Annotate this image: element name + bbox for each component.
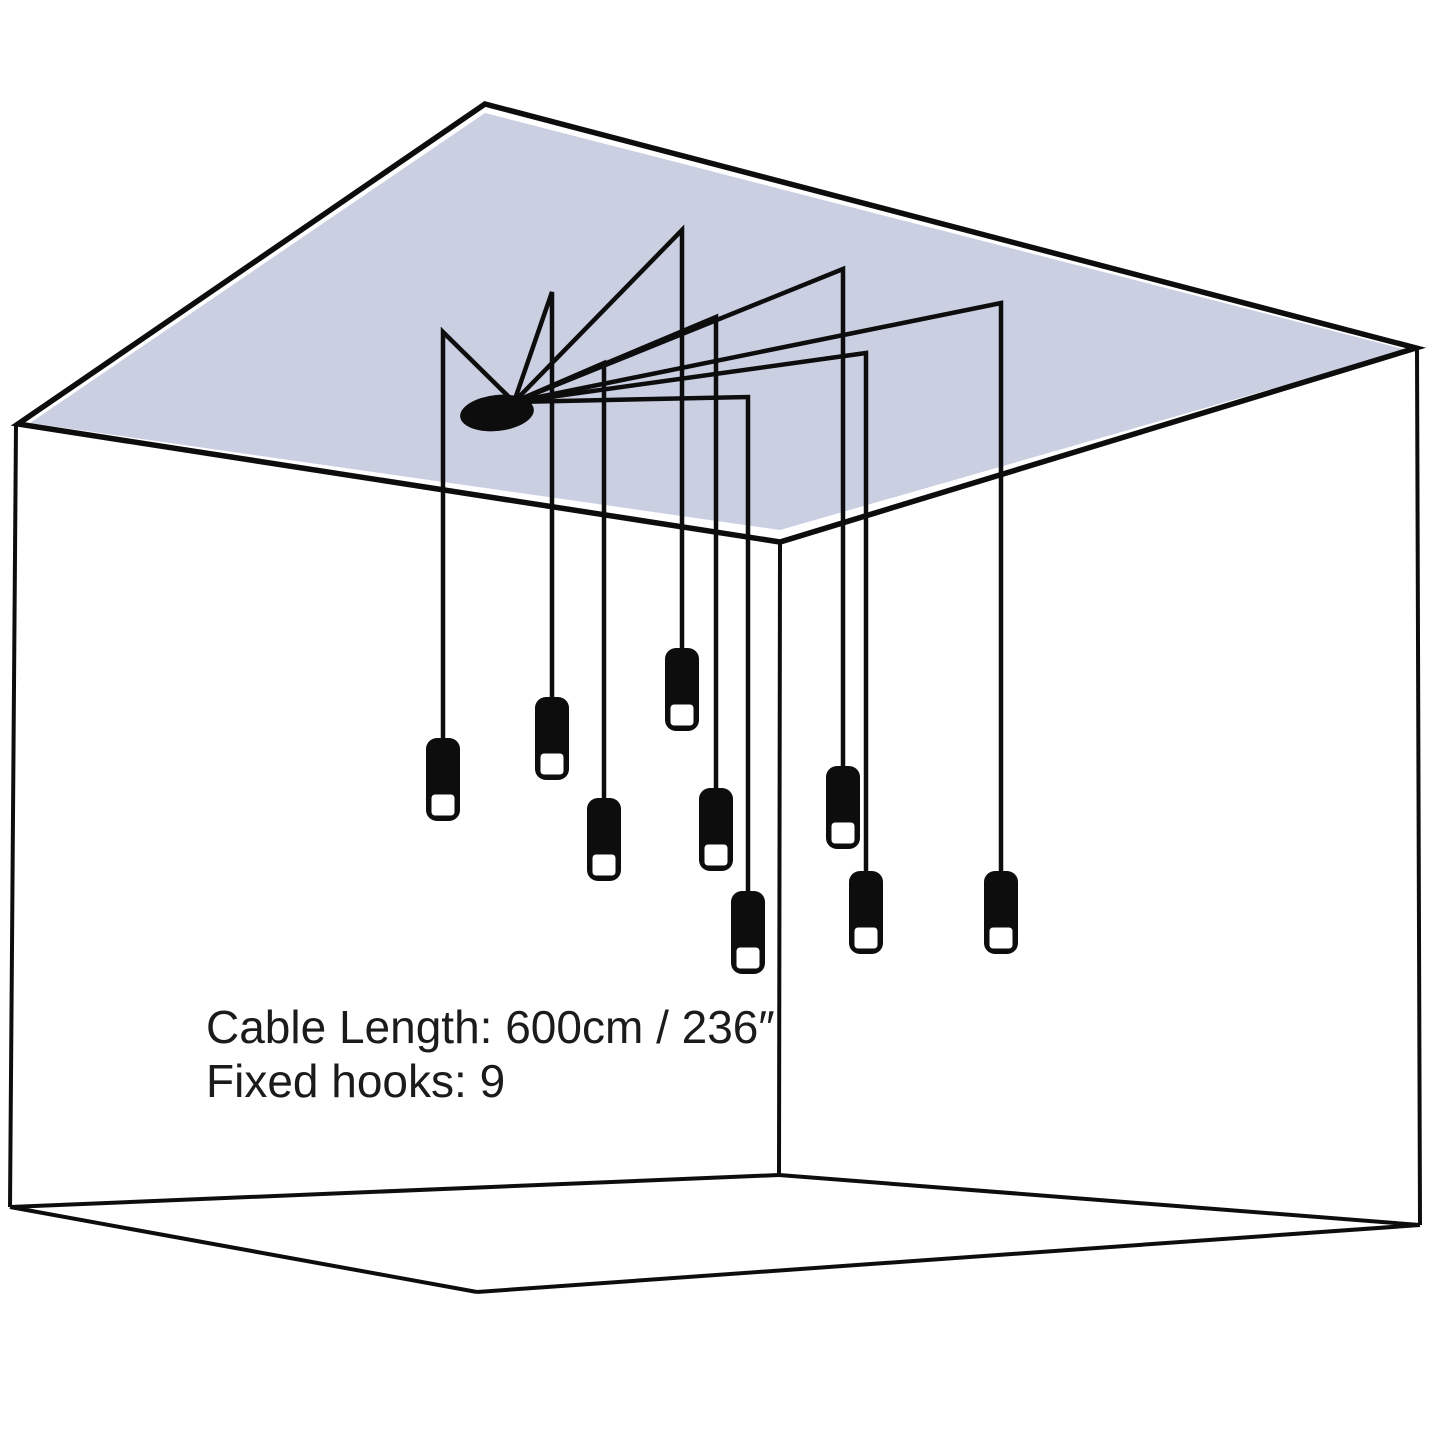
cable-2: [511, 291, 555, 705]
pendant-diffuser: [828, 819, 858, 847]
fixture-cables: [440, 224, 1004, 899]
wall-edge-2: [777, 542, 782, 1176]
floor-edge-1: [9, 1173, 780, 1209]
pendant-lamp-4: [587, 798, 621, 881]
pendant-lamp-3: [665, 648, 699, 731]
pendant-lamp-1: [426, 738, 460, 821]
pendant-diffuser: [986, 924, 1016, 952]
pendant-lamp-6: [731, 891, 765, 974]
floor-edge-2: [778, 1173, 1421, 1227]
pendant-lamp-5: [699, 788, 733, 871]
floor-edge-3: [9, 1205, 478, 1294]
wall-edge-1: [8, 424, 18, 1208]
pendant-diffuser: [701, 841, 731, 869]
pendant-lamp-8: [849, 871, 883, 954]
cable-3: [512, 224, 685, 656]
wall-edge-3: [1415, 349, 1422, 1226]
pendant-lamp-2: [535, 697, 569, 780]
cable-9: [513, 300, 1004, 879]
pendant-lamps: [426, 648, 1018, 974]
ceiling-canopy: [460, 394, 534, 432]
fixed-hooks-label: Fixed hooks: 9: [206, 1055, 505, 1107]
pendant-diffuser: [589, 851, 619, 879]
ceiling-outline: [10, 101, 1427, 545]
cable-6: [513, 394, 751, 899]
pendant-diffuser: [537, 750, 567, 778]
floor-edge-4: [476, 1223, 1421, 1294]
pendant-diffuser: [667, 701, 697, 729]
pendant-diffuser: [428, 791, 458, 819]
cable-8: [513, 350, 869, 879]
pendant-lamp-7: [826, 766, 860, 849]
cable-7: [513, 265, 846, 774]
pendant-diffuser: [733, 944, 763, 972]
canopy-base: [460, 394, 534, 432]
pendant-lamp-9: [984, 871, 1018, 954]
pendant-diffuser: [851, 924, 881, 952]
cable-1: [440, 326, 516, 746]
cable-length-label: Cable Length: 600cm / 236″: [206, 1001, 775, 1053]
